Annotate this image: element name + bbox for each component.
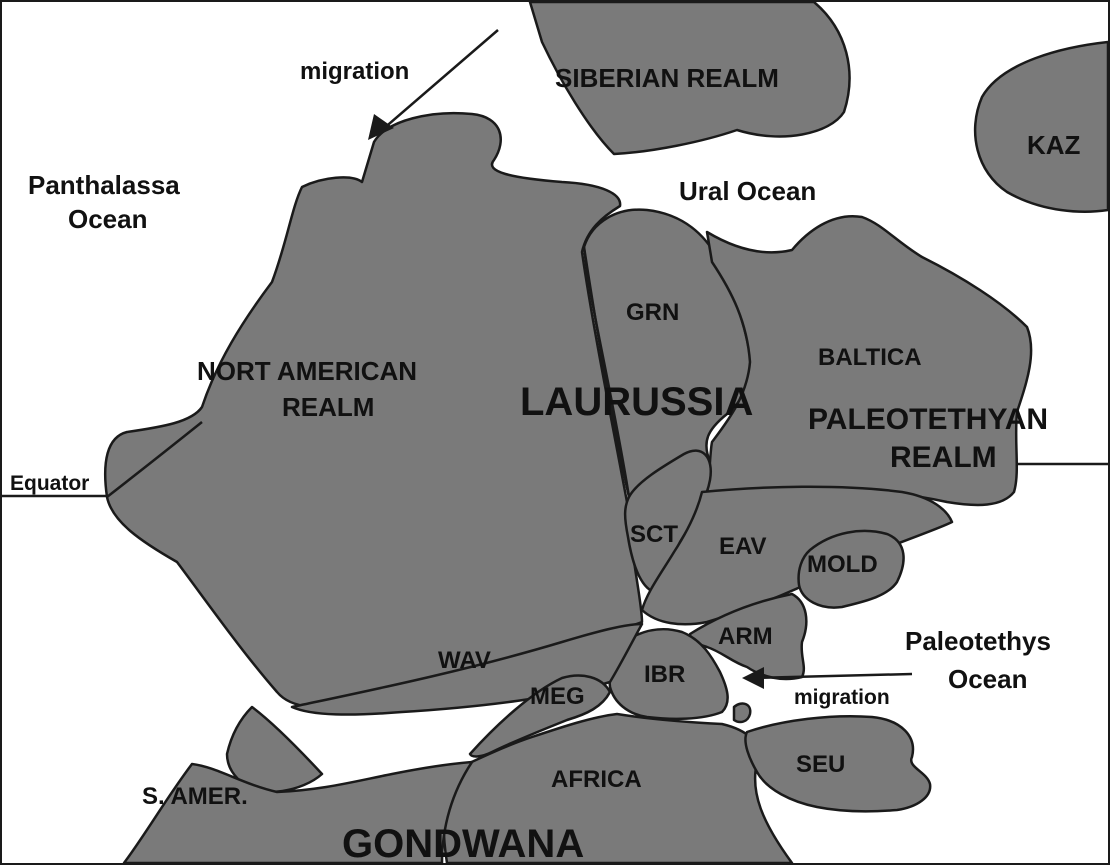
label-migration-top: migration [300, 58, 409, 85]
label-migration-bottom: migration [794, 686, 890, 709]
siberian-realm [528, 2, 851, 156]
kaz-landmass [973, 40, 1108, 213]
label-eav: EAV [719, 533, 767, 560]
migration-arrow-bottom [742, 667, 913, 689]
label-baltica: BALTICA [818, 344, 922, 371]
label-ibr: IBR [644, 661, 685, 688]
mold-landmass [797, 529, 905, 609]
baltica-landmass [705, 214, 1033, 507]
label-laurussia: LAURUSSIA [520, 380, 753, 424]
label-seu: SEU [796, 751, 845, 778]
label-kaz: KAZ [1027, 130, 1081, 160]
label-paleotethyan-2: REALM [890, 441, 997, 474]
seu-landmass [744, 714, 932, 813]
label-wav: WAV [438, 647, 491, 674]
label-mold: MOLD [807, 551, 878, 578]
africa-landmass [442, 712, 794, 863]
label-paleotethys-1: Paleotethys [905, 626, 1051, 656]
grn-sct-border [582, 246, 631, 498]
label-gondwana: GONDWANA [342, 822, 584, 863]
label-arm: ARM [718, 623, 773, 650]
label-paleotethys-2: Ocean [948, 664, 1028, 694]
label-equator: Equator [10, 472, 89, 495]
label-south-america: S. AMER. [142, 783, 248, 810]
label-panthalassa-2: Ocean [68, 204, 148, 234]
small-island [732, 702, 752, 724]
label-meg: MEG [530, 683, 585, 710]
label-sct: SCT [630, 521, 678, 548]
greenland-landmass [582, 208, 752, 511]
ibr-landmass [608, 628, 729, 721]
realm-border-west [106, 421, 203, 498]
label-siberian-realm: SIBERIAN REALM [555, 63, 779, 93]
arm-landmass [688, 592, 808, 681]
label-paleotethyan-1: PALEOTETHYAN [808, 403, 1048, 436]
label-africa: AFRICA [551, 766, 642, 793]
label-grn: GRN [626, 299, 679, 326]
label-ural-ocean: Ural Ocean [679, 176, 816, 206]
label-north-american-2: REALM [282, 392, 374, 422]
gondwana-landmass [122, 760, 474, 863]
label-panthalassa-1: Panthalassa [28, 170, 180, 200]
migration-arrow-top [368, 29, 499, 140]
label-north-american-1: NORT AMERICAN [197, 356, 417, 386]
